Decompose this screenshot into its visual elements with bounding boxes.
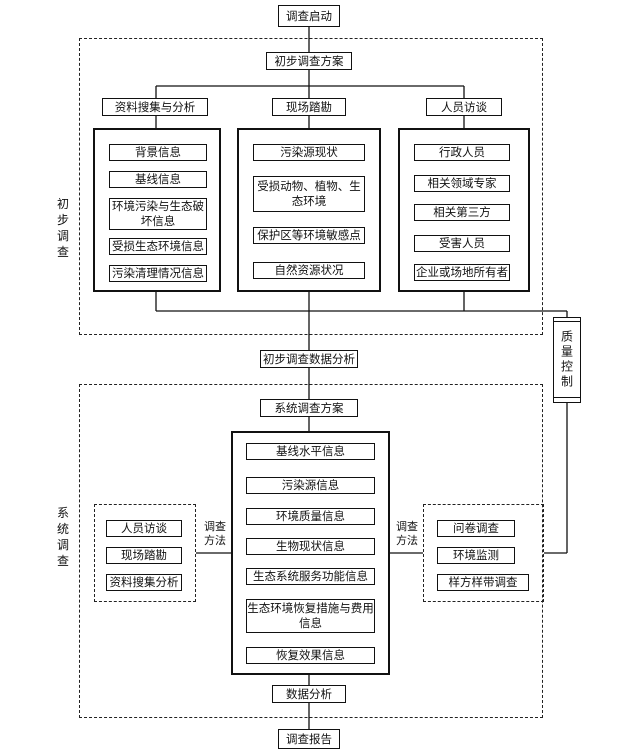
quality-control-label: 质量控制 — [559, 330, 574, 390]
item-label: 现场踏勘 — [121, 548, 167, 562]
branch-item: 受损生态环境信息 — [109, 238, 207, 255]
branch-item: 保护区等环境敏感点 — [253, 227, 365, 244]
branch-item: 行政人员 — [414, 144, 510, 161]
item-label: 污染清理情况信息 — [112, 266, 204, 280]
branch-title-label: 资料搜集与分析 — [114, 99, 196, 114]
item-label: 问卷调查 — [453, 521, 499, 535]
item-label: 环境污染与生态破坏信息 — [112, 199, 204, 228]
method-item: 人员访谈 — [106, 520, 182, 537]
preliminary-plan-label: 初步调查方案 — [274, 53, 344, 68]
item-label: 基线信息 — [135, 172, 181, 186]
branch-title-interview: 人员访谈 — [426, 98, 502, 116]
branch-item: 受害人员 — [414, 235, 510, 252]
preliminary-plan-box: 初步调查方案 — [266, 52, 352, 70]
item-label: 自然资源状况 — [274, 263, 344, 277]
branch-title-label: 人员访谈 — [441, 99, 487, 114]
item-label: 受损动物、植物、生态环境 — [257, 179, 361, 208]
branch-item: 污染清理情况信息 — [109, 265, 207, 282]
branch-item: 自然资源状况 — [253, 262, 365, 279]
systematic-item: 生态环境恢复措施与费用信息 — [246, 599, 375, 633]
quality-control-box: 质量控制 — [553, 317, 581, 403]
item-label: 生物现状信息 — [276, 539, 345, 553]
item-label: 人员访谈 — [121, 521, 167, 535]
systematic-region — [79, 384, 543, 718]
preliminary-label: 初步调查 — [56, 197, 69, 259]
right-methods-label: 调查方法 — [396, 520, 418, 547]
start-label: 调查启动 — [286, 8, 332, 23]
data-analysis-box: 数据分析 — [272, 685, 346, 703]
preliminary-region — [79, 38, 543, 335]
branch-item: 环境污染与生态破坏信息 — [109, 198, 207, 230]
right-methods-region — [423, 504, 544, 602]
systematic-item: 基线水平信息 — [246, 443, 375, 460]
systematic-item: 生物现状信息 — [246, 538, 375, 555]
item-label: 污染源现状 — [280, 145, 338, 159]
item-label: 生态环境恢复措施与费用信息 — [247, 601, 374, 630]
item-label: 相关第三方 — [433, 205, 491, 219]
branch-item: 相关领域专家 — [414, 175, 510, 192]
method-item: 资料搜集分析 — [106, 574, 182, 591]
report-label: 调查报告 — [286, 731, 332, 746]
preliminary-analysis-box: 初步调查数据分析 — [260, 350, 358, 368]
left-methods-region — [94, 504, 196, 602]
method-item: 现场踏勘 — [106, 547, 182, 564]
systematic-plan-label: 系统调查方案 — [274, 400, 344, 415]
method-item: 样方样带调查 — [437, 574, 529, 591]
item-label: 基线水平信息 — [276, 444, 345, 458]
branch-item: 污染源现状 — [253, 144, 365, 161]
report-box: 调查报告 — [278, 729, 340, 749]
branch-item: 基线信息 — [109, 171, 207, 188]
item-label: 受害人员 — [439, 236, 485, 250]
branch-title-label: 现场踏勘 — [286, 99, 332, 114]
systematic-item: 恢复效果信息 — [246, 647, 375, 664]
item-label: 相关领域专家 — [427, 176, 497, 190]
branch-title-data: 资料搜集与分析 — [102, 98, 208, 116]
item-label: 样方样带调查 — [448, 575, 518, 589]
item-label: 环境监测 — [453, 548, 499, 562]
branch-item: 企业或场地所有者 — [414, 264, 510, 281]
data-analysis-label: 数据分析 — [286, 686, 332, 701]
branch-item: 受损动物、植物、生态环境 — [253, 176, 365, 212]
item-label: 受损生态环境信息 — [112, 239, 204, 253]
item-label: 企业或场地所有者 — [416, 265, 508, 279]
item-label: 恢复效果信息 — [276, 648, 345, 662]
method-item: 环境监测 — [437, 547, 515, 564]
item-label: 资料搜集分析 — [109, 575, 179, 589]
systematic-item: 污染源信息 — [246, 477, 375, 494]
branch-item: 相关第三方 — [414, 204, 510, 221]
item-label: 背景信息 — [135, 145, 181, 159]
left-methods-label: 调查方法 — [204, 520, 226, 547]
systematic-item: 环境质量信息 — [246, 508, 375, 525]
systematic-label: 系统调查 — [56, 506, 69, 568]
systematic-item: 生态系统服务功能信息 — [246, 568, 375, 585]
item-label: 行政人员 — [439, 145, 485, 159]
branch-title-survey: 现场踏勘 — [272, 98, 346, 116]
item-label: 生态系统服务功能信息 — [253, 569, 368, 583]
preliminary-analysis-label: 初步调查数据分析 — [263, 351, 355, 366]
branch-item: 背景信息 — [109, 144, 207, 161]
method-item: 问卷调查 — [437, 520, 515, 537]
item-label: 保护区等环境敏感点 — [257, 228, 361, 242]
start-box: 调查启动 — [278, 5, 340, 27]
systematic-plan-box: 系统调查方案 — [260, 399, 358, 417]
item-label: 污染源信息 — [281, 478, 340, 492]
item-label: 环境质量信息 — [276, 509, 345, 523]
